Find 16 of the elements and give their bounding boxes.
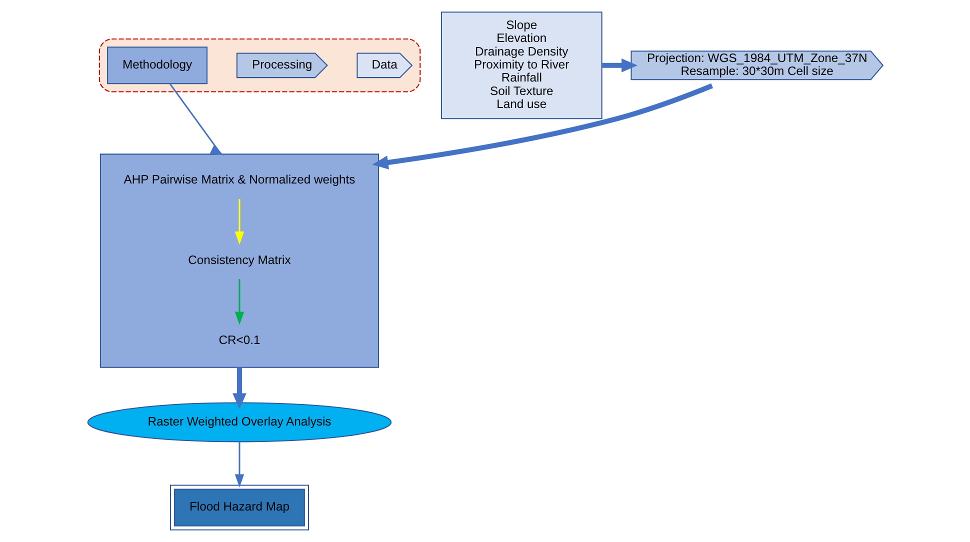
- arrow: [232, 367, 246, 410]
- arrow: [234, 198, 244, 245]
- arrow: [234, 279, 244, 325]
- arrow: [372, 83, 713, 170]
- arrow: [234, 442, 244, 488]
- arrow: [602, 58, 637, 72]
- cluster: [98, 38, 420, 92]
- arrow: [169, 84, 224, 156]
- node-text: AHP Pairwise Matrix & Normalized weights: [123, 172, 355, 187]
- node-box: Methodology: [106, 46, 208, 84]
- node-text: Consistency Matrix: [188, 252, 290, 267]
- node-box: Slope Elevation Drainage Density Proximity to River Rainfall Soil Texture Land use: [440, 12, 602, 120]
- node-text: CR<0.1: [218, 333, 260, 348]
- node-ellipse: Raster Weighted Overlay Analysis: [86, 402, 392, 442]
- cluster: [99, 154, 379, 368]
- node-box: Flood Hazard Map: [169, 484, 308, 530]
